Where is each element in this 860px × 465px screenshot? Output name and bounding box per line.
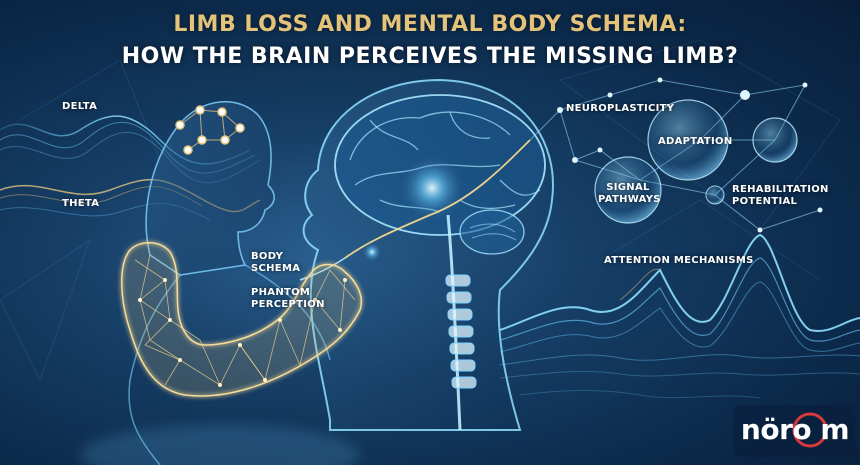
label-rehab-line1: REHABILITATION [732,184,829,195]
label-phantom-line2: PERCEPTION [251,299,325,310]
logo-mark [733,405,855,457]
network-graph [529,77,823,233]
title-line-2: HOW THE BRAIN PERCEIVES THE MISSING LIMB… [121,44,739,69]
label-attention-mechanisms: ATTENTION MECHANISMS [604,255,754,266]
label-body-schema-line1: BODY [251,251,284,262]
label-phantom-perception: PHANTOM PERCEPTION [251,287,325,311]
label-signal-line2: PATHWAYS [598,194,661,205]
phantom-arm-icon [120,241,363,397]
label-neuroplasticity: NEUROPLASTICITY [566,103,675,114]
label-body-schema-line2: SCHEMA [251,263,301,274]
label-phantom-line1: PHANTOM [251,287,311,298]
head-silhouette-icon [145,100,275,276]
label-adaptation: ADAPTATION [658,136,733,147]
label-signal-line1: SIGNAL [606,182,650,193]
label-rehab-line2: POTENTIAL [732,196,798,207]
logo-text: nöro m [740,413,850,446]
title-line-1: LIMB LOSS AND MENTAL BODY SCHEMA: [173,12,687,37]
brand-logo: nöro m [740,408,850,452]
large-head-profile [299,78,554,431]
spine-icon [445,214,477,431]
label-rehabilitation-potential: REHABILITATION POTENTIAL [732,184,829,208]
brain-icon [334,94,546,255]
label-theta: THETA [62,198,100,209]
label-delta: DELTA [62,101,98,112]
label-body-schema: BODY SCHEMA [251,251,300,275]
brainwaves-right [499,233,860,399]
label-signal-pathways: SIGNAL PATHWAYS [598,182,661,206]
